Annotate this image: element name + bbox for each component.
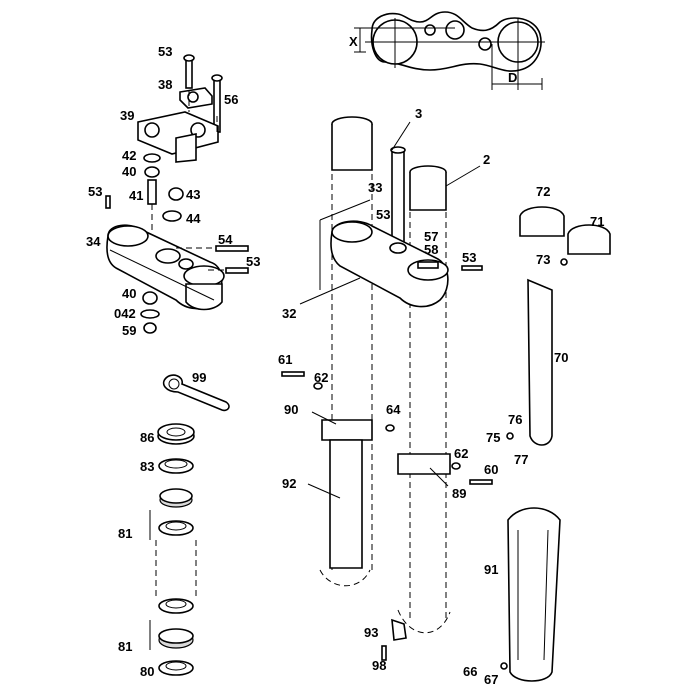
offset-dimension-detail: X D [349,11,545,90]
steering-bearing-stack [155,374,230,676]
label-57: 57 [424,229,438,244]
label-77: 77 [514,452,528,467]
label-62-upper: 62 [314,370,328,385]
label-81-lower: 81 [118,639,132,654]
label-32: 32 [282,306,296,321]
label-042: 042 [114,306,136,321]
label-34: 34 [86,234,101,249]
label-60: 60 [484,462,498,477]
fork-guards [500,206,611,682]
label-3: 3 [415,106,422,121]
label-38: 38 [158,77,172,92]
label-40-upper: 40 [122,164,136,179]
part-labels: 53 38 56 39 42 40 43 53 41 44 34 54 53 4… [86,44,604,687]
label-76: 76 [508,412,522,427]
label-86: 86 [140,430,154,445]
label-53-center: 53 [376,207,390,222]
label-58: 58 [424,242,438,257]
label-41: 41 [129,188,143,203]
label-67: 67 [484,672,498,687]
label-54: 54 [218,232,233,247]
label-53-top: 53 [158,44,172,59]
label-91: 91 [484,562,498,577]
lower-triple-clamp [106,224,249,334]
label-90: 90 [284,402,298,417]
label-71: 71 [590,214,604,229]
label-43: 43 [186,187,200,202]
label-93: 93 [364,625,378,640]
leader-lines [149,121,481,650]
label-2: 2 [483,152,490,167]
label-99: 99 [192,370,206,385]
label-53-left: 53 [88,184,102,199]
label-62-lower: 62 [454,446,468,461]
label-61: 61 [278,352,292,367]
label-42-upper: 42 [122,148,136,163]
label-89: 89 [452,486,466,501]
label-98: 98 [372,658,386,673]
label-59: 59 [122,323,136,338]
label-33: 33 [368,180,382,195]
label-75: 75 [486,430,500,445]
label-53-right: 53 [246,254,260,269]
dimension-x-label: X [349,34,358,49]
label-40-lower: 40 [122,286,136,301]
fork-legs [281,116,493,661]
label-66: 66 [463,664,477,679]
label-44: 44 [186,211,201,226]
label-70: 70 [554,350,568,365]
label-80: 80 [140,664,154,679]
label-64: 64 [386,402,401,417]
handlebar-clamp-assembly [105,54,223,230]
label-92: 92 [282,476,296,491]
label-83: 83 [140,459,154,474]
dimension-d-label: D [508,70,517,85]
label-56: 56 [224,92,238,107]
label-72: 72 [536,184,550,199]
label-73: 73 [536,252,550,267]
label-81-upper: 81 [118,526,132,541]
label-53-center-right: 53 [462,250,476,265]
label-39: 39 [120,108,134,123]
